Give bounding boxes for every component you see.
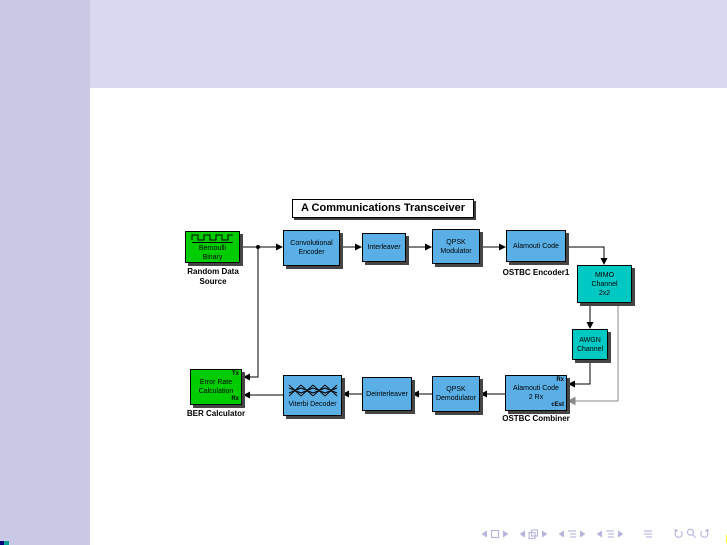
block-error-rate-calculation: Tx Rx Error Rate Calculation bbox=[190, 369, 242, 405]
block-text: Calculation bbox=[198, 388, 234, 395]
block-alamouti-code: Alamouti Code bbox=[506, 230, 566, 262]
block-text: Channel bbox=[576, 345, 604, 353]
next-subsection-icon[interactable] bbox=[579, 529, 587, 539]
block-text: QPSK bbox=[446, 238, 466, 246]
block-text: Alamouti Code bbox=[513, 385, 559, 392]
block-text: MIMO bbox=[594, 271, 615, 279]
block-label: BER Calculator bbox=[186, 409, 246, 418]
trellis-icon bbox=[288, 384, 337, 397]
block-deinterleaver: Deinterleaver bbox=[362, 377, 412, 411]
forward-icon[interactable] bbox=[699, 528, 710, 539]
frame-nav-group bbox=[518, 528, 549, 539]
block-text: Bernoulli bbox=[198, 245, 227, 252]
slide-nav-group bbox=[480, 529, 510, 539]
block-qpsk-modulator: QPSK Modulator bbox=[432, 229, 480, 264]
block-label: OSTBC Encoder1 bbox=[502, 268, 570, 277]
square-wave-icon bbox=[191, 234, 233, 243]
block-text: AWGN bbox=[579, 336, 601, 344]
frame-overlay-icon[interactable] bbox=[528, 528, 539, 539]
port-label-rx: Rx bbox=[231, 396, 239, 402]
block-text: Binary bbox=[202, 254, 223, 261]
block-text: QPSK bbox=[446, 386, 466, 393]
corner-teal-square bbox=[4, 541, 9, 545]
slide-body bbox=[90, 88, 727, 545]
block-text: Alamouti Code bbox=[513, 242, 559, 250]
history-nav-group bbox=[673, 528, 710, 539]
corner-navy-square bbox=[0, 541, 4, 545]
subsection-nav-group bbox=[557, 529, 587, 539]
port-label-rx: Rx bbox=[556, 377, 564, 383]
slide-header bbox=[90, 0, 727, 88]
block-text: Interleaver bbox=[367, 244, 401, 251]
prev-slide-icon[interactable] bbox=[480, 529, 488, 539]
block-label: Random Data Source bbox=[187, 267, 239, 286]
port-label-tx: Tx bbox=[231, 371, 239, 377]
diagram-title: A Communications Transceiver bbox=[292, 199, 474, 218]
next-frame-icon[interactable] bbox=[541, 529, 549, 539]
search-icon[interactable] bbox=[686, 528, 697, 539]
block-label: OSTBC Combiner bbox=[502, 414, 570, 423]
presentation-icon[interactable] bbox=[643, 529, 653, 539]
beamer-navigation bbox=[480, 528, 710, 539]
section-nav-group bbox=[595, 529, 625, 539]
block-alamouti-code-2rx: Rx cEst Alamouti Code 2 Rx bbox=[505, 375, 567, 411]
prev-frame-icon[interactable] bbox=[518, 529, 526, 539]
block-bernoulli-binary: Bernoulli Binary bbox=[185, 231, 240, 263]
block-text: Encoder bbox=[298, 249, 325, 256]
section-icon[interactable] bbox=[605, 529, 615, 539]
block-text: 2x2 bbox=[598, 289, 611, 297]
prev-subsection-icon[interactable] bbox=[557, 529, 565, 539]
slide-sidebar bbox=[0, 0, 90, 545]
next-slide-icon[interactable] bbox=[502, 529, 510, 539]
port-label-cest: cEst bbox=[551, 402, 564, 408]
block-text: Viterbi Decoder bbox=[288, 401, 337, 408]
prev-section-icon[interactable] bbox=[595, 529, 603, 539]
slide-icon[interactable] bbox=[490, 529, 500, 539]
block-viterbi-decoder: Viterbi Decoder bbox=[283, 375, 342, 416]
block-awgn-channel: AWGN Channel bbox=[572, 329, 608, 360]
back-icon[interactable] bbox=[673, 528, 684, 539]
block-text: Deinterleaver bbox=[366, 390, 408, 398]
block-convolutional-encoder: Convolutional Encoder bbox=[283, 230, 340, 266]
block-text: Demodulator bbox=[435, 395, 477, 402]
block-text: Channel bbox=[591, 280, 618, 288]
block-text: Convolutional bbox=[290, 240, 333, 247]
block-text: Error Rate bbox=[199, 379, 233, 386]
block-mimo-channel: MIMO Channel 2x2 bbox=[577, 265, 632, 303]
next-section-icon[interactable] bbox=[617, 529, 625, 539]
block-text: Modulator bbox=[440, 247, 472, 255]
block-qpsk-demodulator: QPSK Demodulator bbox=[432, 376, 480, 412]
block-text: 2 Rx bbox=[528, 394, 544, 401]
block-interleaver: Interleaver bbox=[362, 233, 406, 262]
subsection-icon[interactable] bbox=[567, 529, 577, 539]
